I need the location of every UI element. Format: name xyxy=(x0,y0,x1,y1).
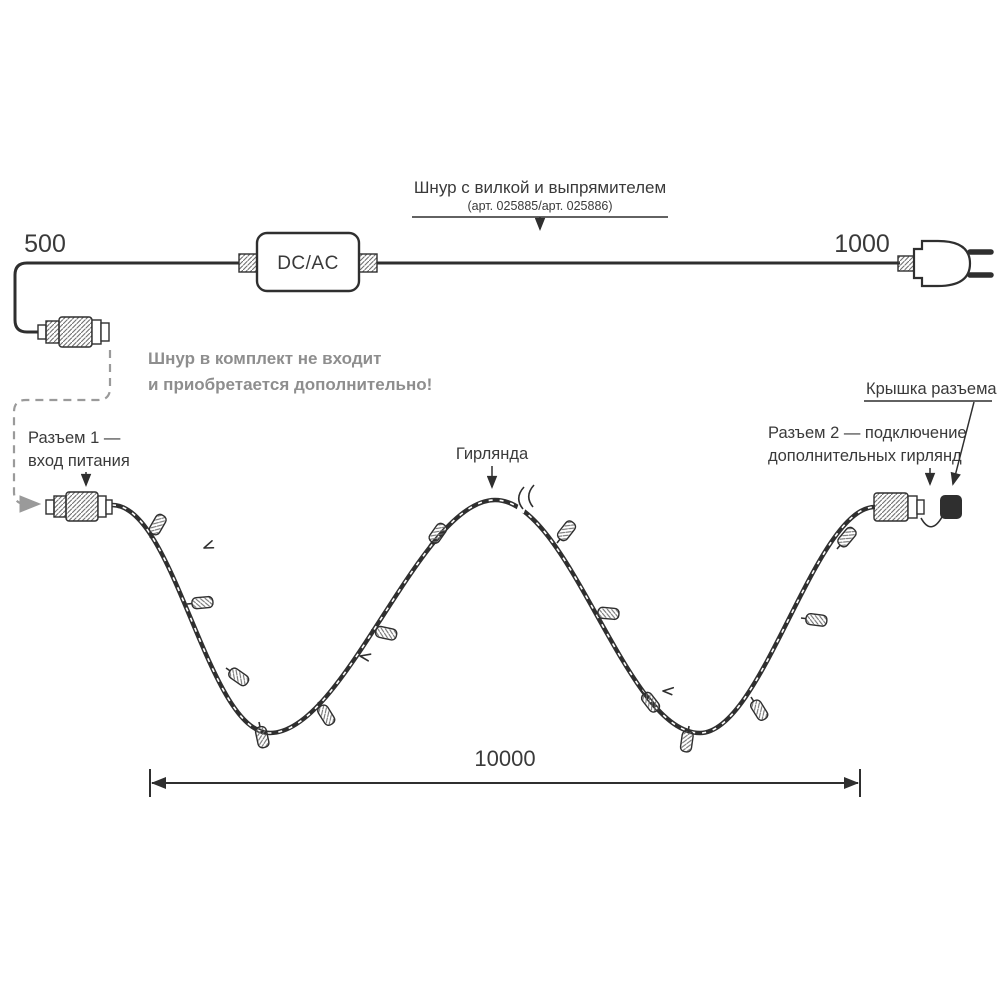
connector1-label: Разъем 1 — вход питания xyxy=(28,429,130,487)
wire-sprig-icon xyxy=(358,651,372,662)
connector2-label-line2: дополнительных гирлянд xyxy=(768,447,962,465)
wire-sprig-icon xyxy=(201,540,216,552)
cap-tether xyxy=(920,516,943,528)
connector2-label: Разъем 2 — подключение дополнительных ги… xyxy=(768,424,967,486)
cap-label: Крышка разъема xyxy=(864,380,997,486)
cord-title: Шнур с вилкой и выпрямителем xyxy=(414,178,666,197)
garland-label: Гирлянда xyxy=(456,445,529,489)
connector-cap xyxy=(940,495,962,519)
lamp xyxy=(423,520,450,550)
cap-label-text: Крышка разъема xyxy=(866,380,997,398)
right-segment-length: 1000 xyxy=(834,230,890,258)
dimension-line: 10000 xyxy=(149,746,861,797)
dashed-leader xyxy=(12,350,112,513)
lamp xyxy=(222,662,252,689)
cord-wire xyxy=(13,261,900,334)
connector1 xyxy=(45,491,113,522)
note-line1: Шнур в комплект не входит xyxy=(148,349,381,368)
connector1-label-line2: вход питания xyxy=(28,452,130,470)
cord-title-callout: Шнур с вилкой и выпрямителем (арт. 02588… xyxy=(412,178,668,231)
garland-group xyxy=(45,484,962,754)
power-plug-icon xyxy=(897,239,994,288)
lamp xyxy=(551,518,579,548)
garland-label-text: Гирлянда xyxy=(456,445,529,463)
dc-ac-converter: DC/AC xyxy=(238,231,378,293)
connector1-label-line1: Разъем 1 — xyxy=(28,429,121,447)
converter-label: DC/AC xyxy=(277,253,339,274)
note-line2: и приобретается дополнительно! xyxy=(148,375,432,394)
lamp xyxy=(831,524,859,554)
cord-end-connector xyxy=(37,316,110,348)
cord-subtitle: (арт. 025885/арт. 025886) xyxy=(467,199,612,213)
not-included-note: Шнур в комплект не входит и приобретаетс… xyxy=(148,349,432,394)
garland-length-value: 10000 xyxy=(474,746,535,771)
left-segment-length: 500 xyxy=(24,230,66,258)
wire-sprig-icon xyxy=(661,686,675,696)
lamp xyxy=(312,698,338,728)
connector2 xyxy=(873,492,962,528)
lamp xyxy=(252,720,271,750)
lamp xyxy=(185,595,215,611)
lamp xyxy=(745,693,771,723)
power-cord-group: DC/AC 500 1000 Шнур с вилкой и выпрямите… xyxy=(13,178,994,348)
connector2-label-line1: Разъем 2 — подключение xyxy=(768,424,967,442)
garland-wire xyxy=(111,497,876,736)
lamp xyxy=(144,511,169,542)
lamp xyxy=(799,611,829,628)
break-mark xyxy=(516,484,535,514)
